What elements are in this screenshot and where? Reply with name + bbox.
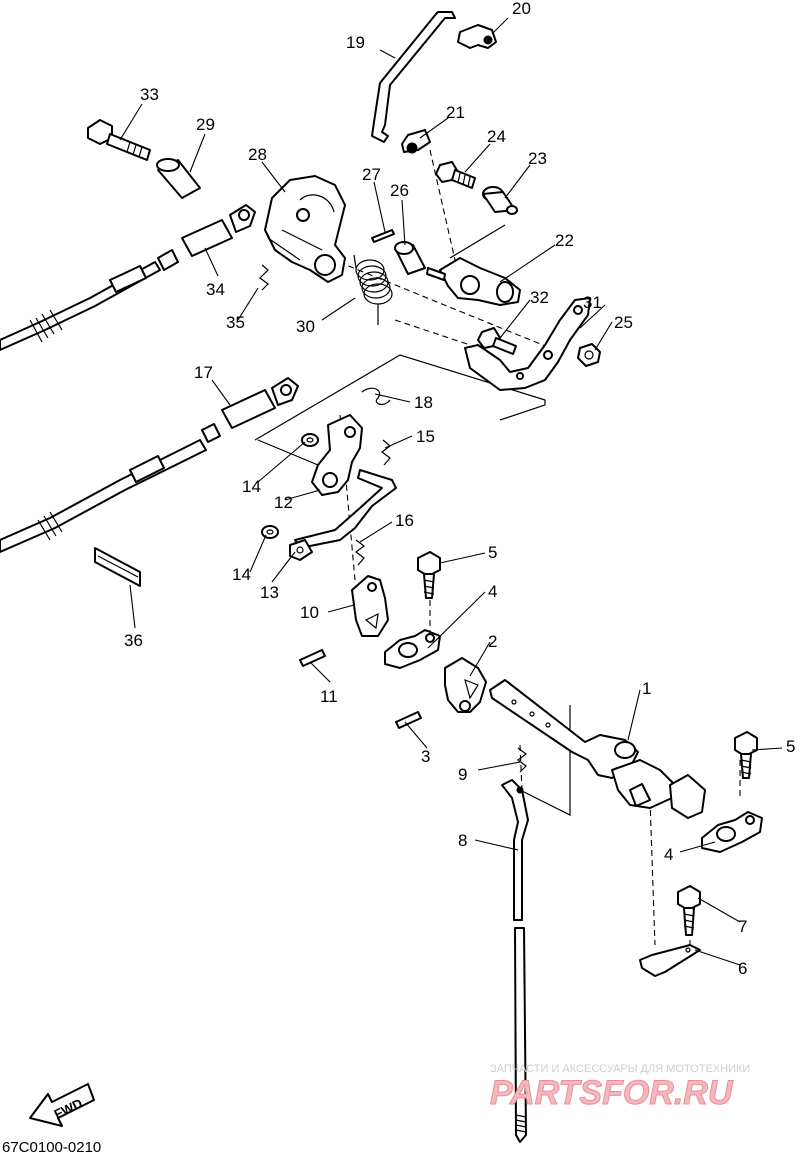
- bolt-7: [677, 885, 701, 936]
- callout-leaders: [119, 17, 783, 966]
- callout-34: 34: [206, 280, 225, 299]
- callout-25: 25: [614, 313, 633, 332]
- callout-12: 12: [274, 493, 293, 512]
- callout-17: 17: [194, 363, 213, 382]
- pin-3: [395, 711, 422, 729]
- collar-29: [156, 158, 201, 199]
- clip-9: [517, 747, 527, 773]
- callout-10: 10: [300, 603, 319, 622]
- shift-rod-19: [371, 11, 456, 143]
- bracket-plate-31: [464, 297, 591, 391]
- callout-21: 21: [446, 103, 465, 122]
- shift-shaft-1: [489, 679, 706, 819]
- throttle-cable: [0, 249, 179, 351]
- callout-30: 30: [296, 317, 315, 336]
- shift-cable: [0, 439, 207, 553]
- clip-18: [361, 387, 391, 406]
- callout-14-lower: 14: [232, 565, 251, 584]
- callout-28: 28: [248, 145, 267, 164]
- callout-3: 3: [421, 747, 430, 766]
- callout-1: 1: [642, 679, 651, 698]
- callout-33: 33: [140, 85, 159, 104]
- forward-direction-arrow: FWD: [29, 1083, 95, 1127]
- callout-24: 24: [487, 127, 506, 146]
- callout-4-right: 4: [664, 845, 673, 864]
- shift-lever-22: [426, 257, 521, 306]
- plate-6: [639, 944, 701, 977]
- clamp-4-upper: [384, 629, 441, 669]
- callout-9: 9: [458, 765, 467, 784]
- callout-19: 19: [346, 33, 365, 52]
- callout-36: 36: [124, 631, 143, 650]
- callout-16: 16: [395, 511, 414, 530]
- callout-14-upper: 14: [242, 477, 261, 496]
- collar-23: [482, 186, 518, 215]
- callout-5-right: 5: [786, 737, 795, 756]
- callout-29: 29: [196, 115, 215, 134]
- callout-5-upper: 5: [488, 543, 497, 562]
- clamp-4-right: [701, 811, 763, 853]
- pin-11: [299, 649, 326, 667]
- return-spring-30: [353, 254, 393, 325]
- rod-clip-20: [457, 24, 497, 49]
- lever-13: [289, 539, 313, 561]
- callout-31: 31: [583, 293, 602, 312]
- callout-4-upper: 4: [488, 582, 497, 601]
- callout-6: 6: [738, 959, 747, 978]
- callout-11: 11: [320, 687, 338, 706]
- clip-16: [355, 539, 365, 566]
- bolt-5-right: [734, 731, 758, 779]
- collar-26: [394, 241, 426, 275]
- diagram-code: 67C0100-0210: [2, 1139, 101, 1156]
- callout-35: 35: [226, 313, 245, 332]
- callout-2: 2: [488, 632, 497, 651]
- callout-22: 22: [555, 231, 574, 250]
- arm-10: [351, 575, 389, 637]
- watermark-brand: PARTSFOR.RU: [490, 1074, 734, 1112]
- cable-end-17: [201, 377, 299, 443]
- clip-35: [259, 264, 269, 291]
- label-36: [94, 547, 141, 587]
- bolt-5-upper: [417, 551, 441, 599]
- callout-18: 18: [414, 393, 433, 412]
- clip-15: [381, 439, 391, 466]
- callout-15: 15: [416, 427, 435, 446]
- bolt-24: [435, 161, 476, 189]
- callout-27: 27: [362, 165, 381, 184]
- bolt-33: [87, 119, 151, 161]
- callout-7: 7: [738, 917, 747, 936]
- cable-end-34: [181, 204, 256, 257]
- watermark-tagline: ЗАПЧАСТИ И АКСЕССУАРЫ ДЛЯ МОТОТЕХНИКИ: [490, 1063, 750, 1075]
- callout-labels: 33 29 28 19 20 21 24 23 27 26 22 32 31 2…: [124, 0, 795, 978]
- watermark: ЗАПЧАСТИ И АКСЕССУАРЫ ДЛЯ МОТОТЕХНИКИ PA…: [490, 1063, 751, 1113]
- callout-13: 13: [260, 583, 279, 602]
- callout-20: 20: [512, 0, 531, 18]
- bolt-32: [477, 327, 517, 355]
- callout-23: 23: [528, 149, 547, 168]
- nut-25: [577, 343, 601, 367]
- washer-14-upper: [301, 433, 319, 447]
- pin-27: [371, 229, 395, 243]
- lever-2: [444, 657, 487, 713]
- callout-26: 26: [390, 181, 409, 200]
- washer-14-lower: [261, 525, 279, 539]
- callout-8: 8: [458, 831, 467, 850]
- shift-rod-8: [501, 779, 529, 1143]
- callout-32: 32: [530, 288, 549, 307]
- throttle-housing-28: [264, 175, 346, 283]
